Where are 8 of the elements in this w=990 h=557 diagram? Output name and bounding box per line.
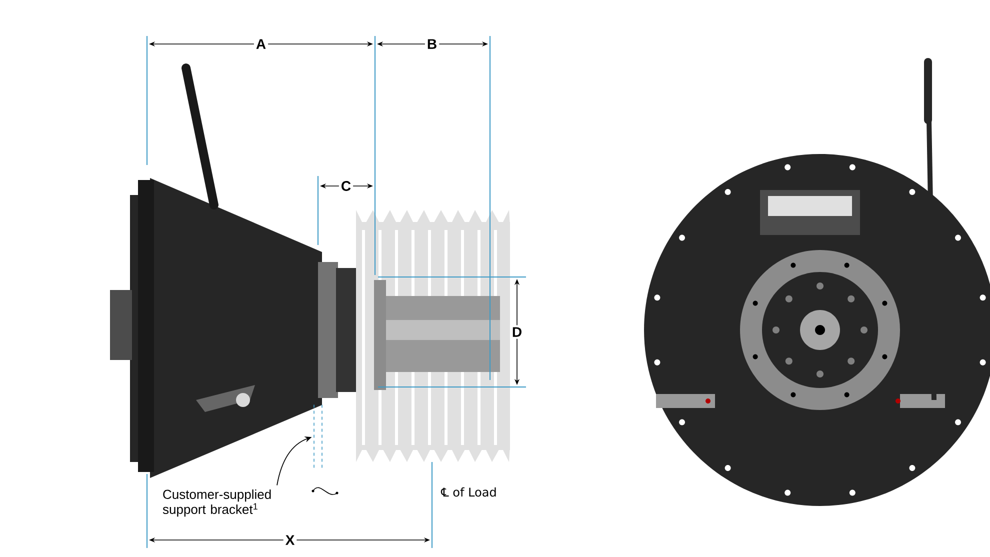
dimension-label: X [283, 533, 297, 547]
dimension-label: C [338, 179, 354, 193]
support-bracket-drawing [314, 404, 322, 470]
callout-text: Customer-supplied support bracket$^{1}$ [162, 489, 271, 517]
centerline-label: ℄ of Load [440, 487, 496, 497]
dimension-label: A [254, 37, 268, 51]
dimension-label: D [510, 325, 524, 339]
dimension-label: B [424, 37, 440, 51]
